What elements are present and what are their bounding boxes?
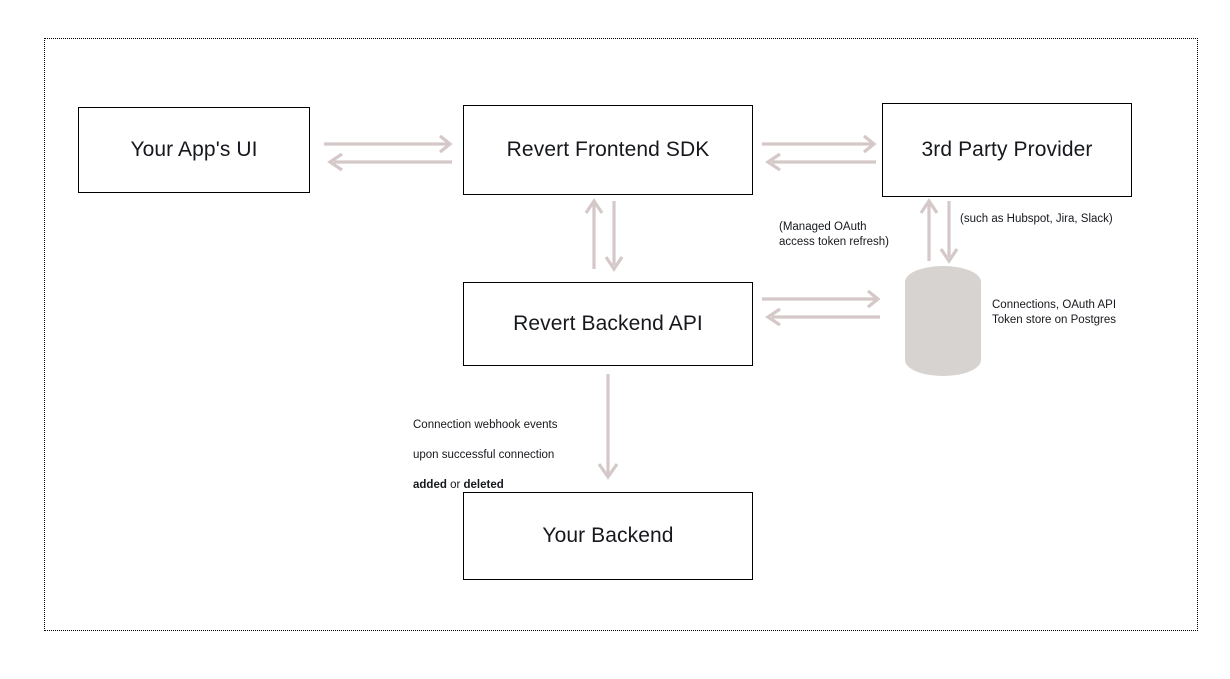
node-your-backend[interactable]: Your Backend xyxy=(463,492,753,580)
diagram-frame xyxy=(44,38,1198,631)
arrow-backend-api-to-datastore-bidirectional xyxy=(760,289,882,327)
arrow-sdk-to-backend-api-bidirectional xyxy=(584,198,626,272)
node-label: Revert Frontend SDK xyxy=(506,138,710,161)
note-webhook-event-added: added xyxy=(413,479,447,491)
node-revert-backend-api[interactable]: Revert Backend API xyxy=(463,282,753,366)
arrow-sdk-to-provider-bidirectional xyxy=(760,134,878,172)
arrow-backend-api-to-your-backend-down xyxy=(597,374,621,480)
arrow-ui-to-sdk-bidirectional xyxy=(322,134,454,172)
arrow-provider-to-datastore-bidirectional xyxy=(919,198,961,264)
note-connection-webhook-events: Connection webhook events upon successfu… xyxy=(413,403,613,493)
node-your-app-ui[interactable]: Your App's UI xyxy=(78,107,310,193)
node-3rd-party-provider[interactable]: 3rd Party Provider xyxy=(882,103,1132,197)
node-label: 3rd Party Provider xyxy=(921,138,1093,161)
note-webhook-line-1: Connection webhook events xyxy=(413,419,558,431)
note-token-store: Connections, OAuth API Token store on Po… xyxy=(992,299,1117,326)
node-label: Revert Backend API xyxy=(513,312,703,335)
note-managed-oauth-refresh: (Managed OAuth access token refresh) xyxy=(779,221,889,248)
node-label: Your Backend xyxy=(542,524,674,547)
note-webhook-event-deleted: deleted xyxy=(463,479,504,491)
node-label: Your App's UI xyxy=(130,138,258,161)
node-revert-frontend-sdk[interactable]: Revert Frontend SDK xyxy=(463,105,753,195)
database-cylinder-icon xyxy=(905,266,981,376)
note-provider-examples: (such as Hubspot, Jira, Slack) xyxy=(960,213,1113,225)
note-webhook-conjunction: or xyxy=(446,479,464,491)
note-webhook-line-2: upon successful connection xyxy=(413,449,555,461)
